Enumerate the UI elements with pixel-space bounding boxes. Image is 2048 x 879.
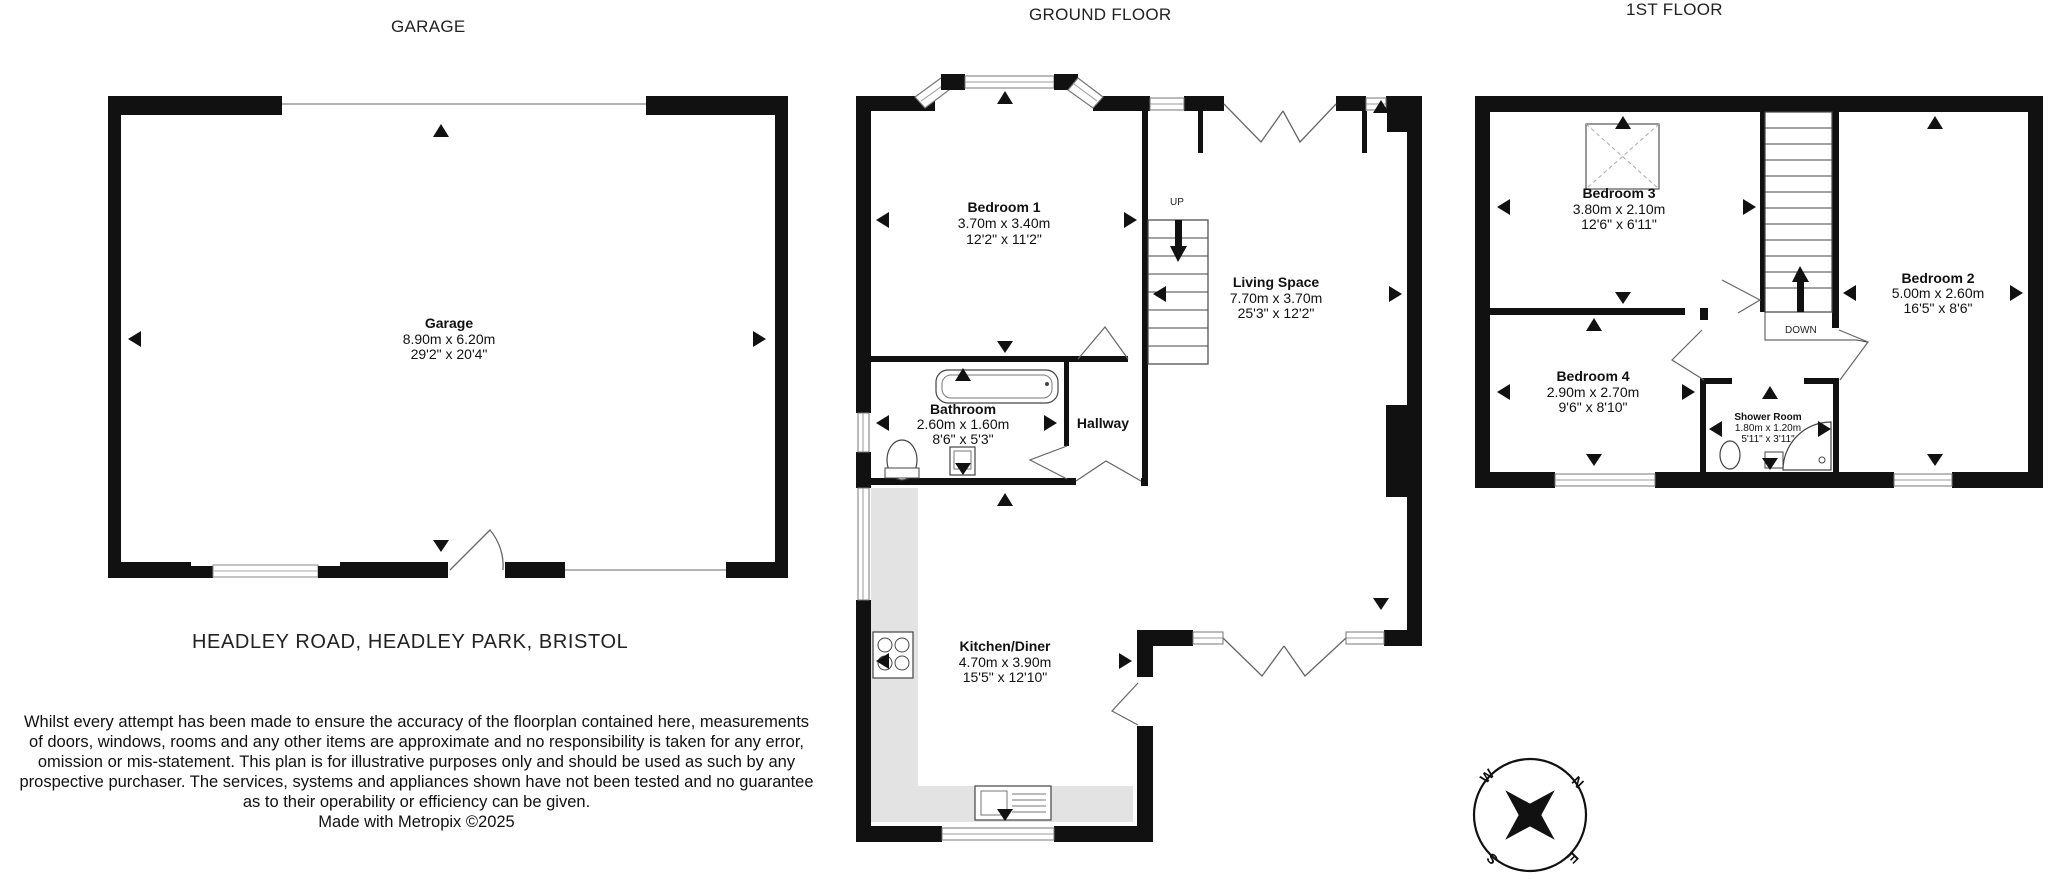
- garage-room-metric: 8.90m x 6.20m: [403, 331, 496, 347]
- bedroom3-imperial: 12'6" x 6'11": [1581, 216, 1657, 232]
- bedroom1-imperial: 12'2" x 11'2": [966, 231, 1042, 247]
- bedroom4-name: Bedroom 4: [1556, 368, 1629, 384]
- bedroom4-imperial: 9'6" x 8'10": [1559, 399, 1628, 415]
- hallway-name: Hallway: [1077, 415, 1129, 431]
- bedroom2-imperial: 16'5" x 8'6": [1904, 300, 1973, 316]
- bedroom3-metric: 3.80m x 2.10m: [1573, 201, 1666, 217]
- shower-name: Shower Room: [1734, 412, 1801, 423]
- garage-room-imperial: 29'2" x 20'4": [411, 346, 488, 362]
- disclaimer-line: Whilst every attempt has been made to en…: [23, 713, 810, 731]
- metropix-credit: Made with Metropix ©2025: [318, 813, 515, 831]
- bedroom3-name: Bedroom 3: [1582, 185, 1655, 201]
- compass: N E S W: [1472, 757, 1587, 873]
- living-name: Living Space: [1233, 274, 1320, 290]
- garage-plan: Garage 8.90m x 6.20m 29'2" x 20'4": [108, 96, 788, 578]
- ground-floor-section-title: GROUND FLOOR: [1029, 5, 1172, 24]
- stairs-up-label: UP: [1170, 197, 1184, 208]
- compass-w: W: [1477, 765, 1498, 786]
- stairs-down-label: DOWN: [1785, 325, 1817, 336]
- bedroom2-name: Bedroom 2: [1901, 270, 1974, 286]
- first-floor-plan: DOWN Bedroom 3 3.80m x 2.10m 12'6" x 6'1…: [1475, 96, 2043, 488]
- compass-s: S: [1483, 850, 1501, 868]
- living-metric: 7.70m x 3.70m: [1230, 290, 1323, 306]
- bedroom2-metric: 5.00m x 2.60m: [1892, 285, 1985, 301]
- kitchen-name: Kitchen/Diner: [959, 638, 1051, 654]
- shower-imperial: 5'11" x 3'11": [1741, 434, 1795, 445]
- disclaimer-line: omission or mis-statement. This plan is …: [37, 753, 796, 771]
- disclaimer: Whilst every attempt has been made to en…: [4, 712, 829, 832]
- property-address: HEADLEY ROAD, HEADLEY PARK, BRISTOL: [192, 631, 629, 653]
- first-floor-stairs: [1764, 111, 1833, 313]
- ground-stairs: [1147, 219, 1209, 365]
- garage-section-title: GARAGE: [391, 17, 466, 36]
- compass-e: E: [1564, 849, 1582, 867]
- compass-n: N: [1569, 773, 1587, 791]
- living-imperial: 25'3" x 12'2": [1238, 305, 1315, 321]
- bedroom1-name: Bedroom 1: [967, 199, 1040, 215]
- kitchen-metric: 4.70m x 3.90m: [959, 654, 1052, 670]
- disclaimer-line: of doors, windows, rooms and any other i…: [29, 733, 804, 751]
- bedroom4-metric: 2.90m x 2.70m: [1547, 384, 1640, 400]
- bathroom-imperial: 8'6" x 5'3": [932, 431, 993, 447]
- garage-room-name: Garage: [425, 315, 473, 331]
- kitchen-imperial: 15'5" x 12'10": [963, 669, 1048, 685]
- bathroom-name: Bathroom: [930, 401, 996, 417]
- shower-metric: 1.80m x 1.20m: [1735, 423, 1801, 434]
- first-floor-section-title: 1ST FLOOR: [1626, 0, 1723, 19]
- disclaimer-line: as to their operability or efficiency ca…: [242, 793, 591, 811]
- bathroom-metric: 2.60m x 1.60m: [917, 416, 1010, 432]
- bedroom1-metric: 3.70m x 3.40m: [958, 215, 1051, 231]
- ground-floor-plan: UP: [856, 74, 1422, 842]
- disclaimer-line: prospective purchaser. The services, sys…: [19, 773, 814, 791]
